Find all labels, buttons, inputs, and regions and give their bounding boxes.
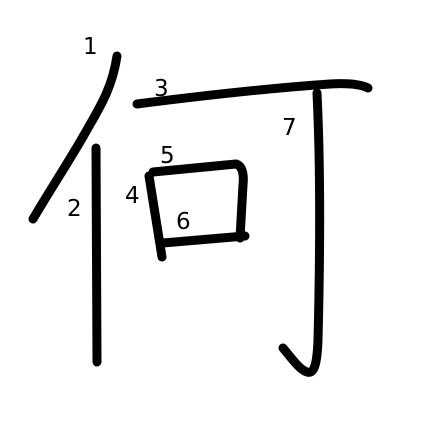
- stroke-number-3: 3: [154, 76, 169, 102]
- stroke-number-2: 2: [67, 196, 82, 222]
- stroke-number-6: 6: [176, 209, 191, 235]
- stroke-1: [28, 51, 122, 224]
- stroke-5: [148, 159, 248, 243]
- stroke-number-1: 1: [83, 34, 98, 60]
- stroke-number-4: 4: [125, 183, 140, 209]
- stroke-7: [278, 88, 325, 377]
- stroke-number-5: 5: [160, 143, 175, 169]
- stroke-number-7: 7: [282, 115, 297, 141]
- stroke-2: [91, 143, 102, 367]
- stroke-3: [132, 79, 373, 109]
- stroke-6: [158, 231, 250, 248]
